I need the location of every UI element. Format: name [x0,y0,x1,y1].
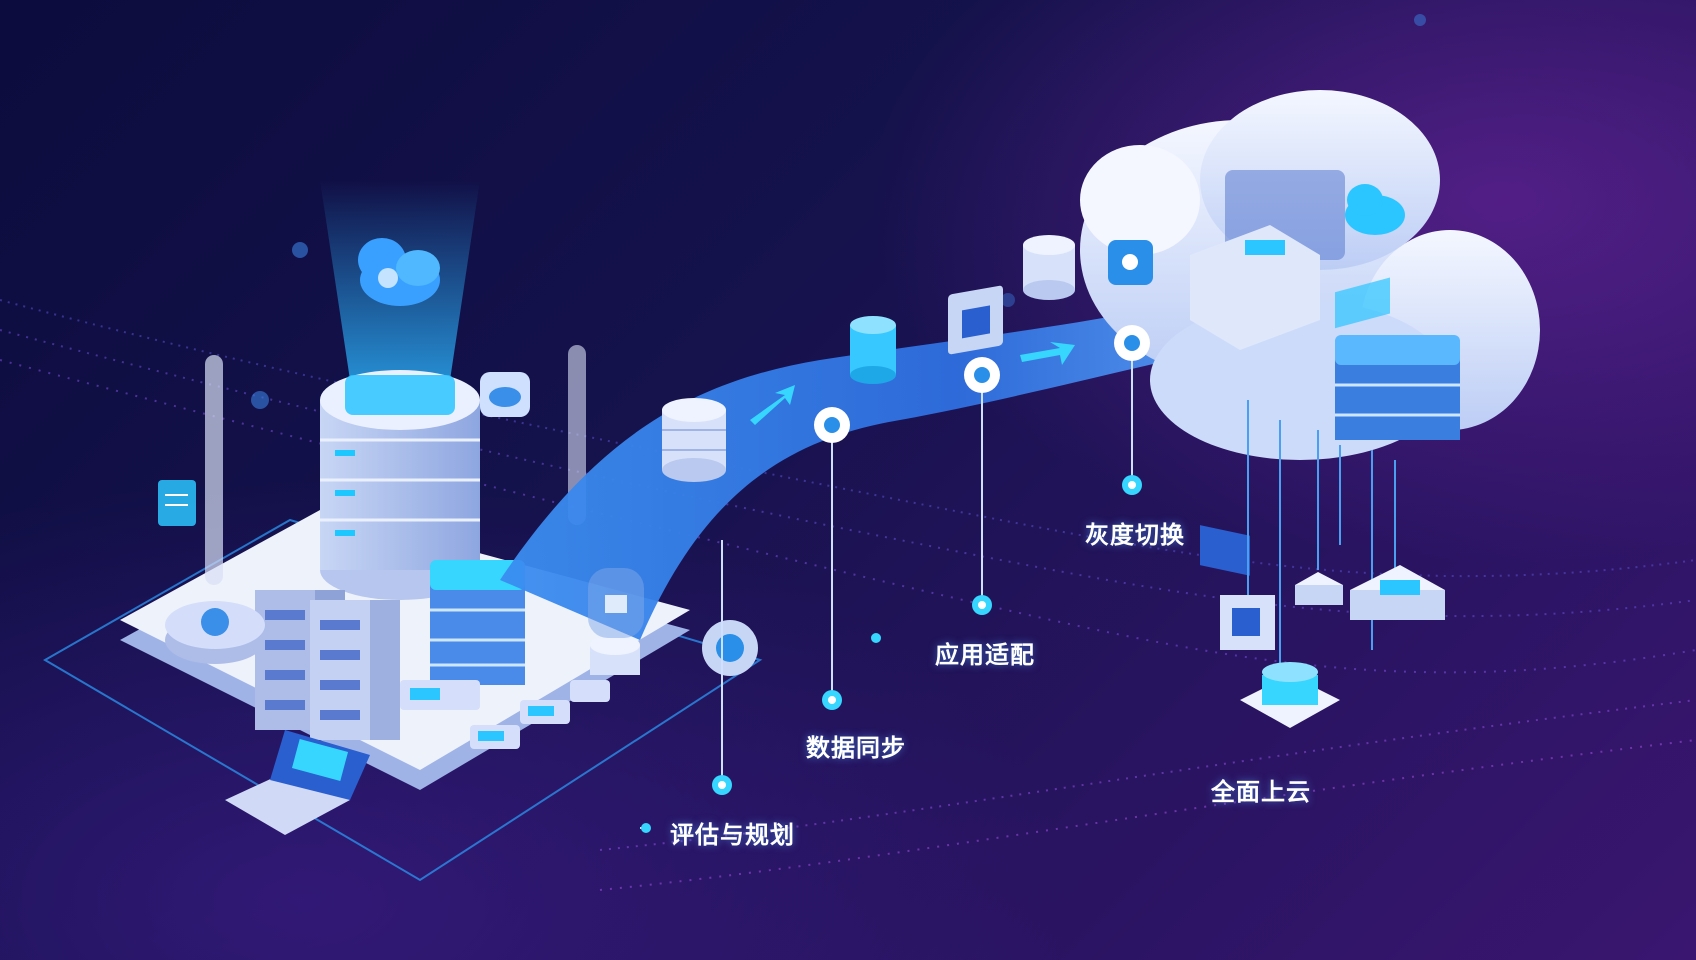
stage-label-gray-switch: 灰度切换 [1085,521,1185,549]
glow-dots [251,14,1426,409]
cloud-node-device [1295,572,1343,605]
stage-label-full-cloud: 全面上云 [1211,778,1311,806]
pillar-left [205,355,223,585]
cloud-server-stack [1335,335,1460,440]
server-rack-middle [310,600,400,740]
round-device [165,601,265,664]
cloud-server-box [1190,225,1320,576]
cloud-node-device [1240,662,1340,728]
cloud-node-device [1335,277,1390,329]
network-devices [400,680,610,749]
cloud-node-device [1220,595,1275,650]
cloud-badge-icon [480,372,530,417]
app-window-icon [948,285,1003,355]
database-icon [662,398,726,482]
server-stack-blue [430,560,525,685]
cloud-small-icon [1345,184,1405,235]
cloud-node-device [1350,565,1445,620]
stage-label-app-adaptation: 应用适配 [935,641,1035,669]
database-icon [1023,235,1075,300]
stage-node-dots [641,325,1150,833]
stage-label-assessment: 评估与规划 [670,821,795,849]
database-icon [850,316,896,384]
glass-container [588,568,644,638]
arrow-icon [750,385,795,425]
arrow-icon [1020,342,1075,365]
cloud-upload-icon [358,238,440,306]
main-server-tower [320,370,480,600]
gear-icon [702,620,758,676]
laptop-icon [225,730,370,835]
stage-label-data-sync: 数据同步 [806,734,906,762]
document-icon [158,480,196,526]
lock-icon [1108,240,1153,285]
database-icon [590,635,640,675]
particle-wave [0,299,1696,891]
